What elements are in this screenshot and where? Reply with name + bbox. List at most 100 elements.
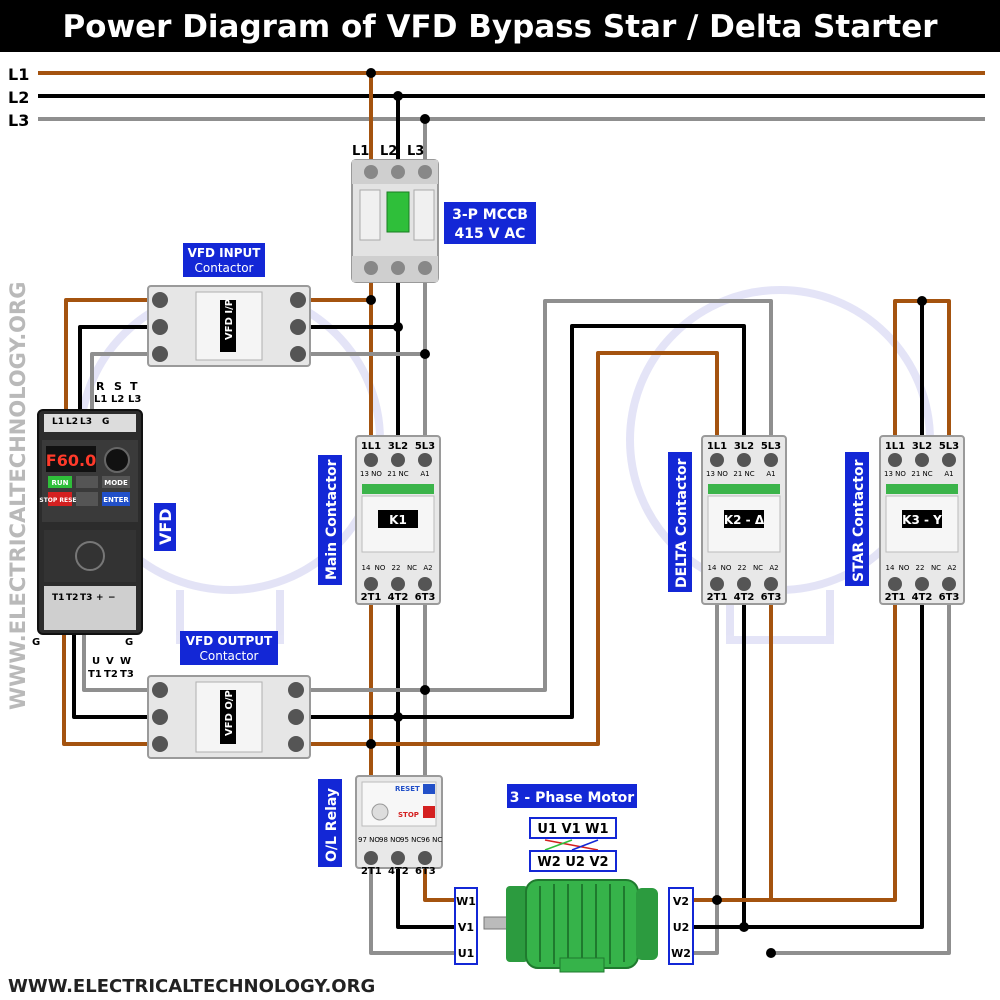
vfd-mode-label: MODE xyxy=(104,479,128,487)
vfd-up-key[interactable] xyxy=(76,476,98,488)
main-contactor-screw xyxy=(418,577,432,591)
vfd-output-label-line2: Contactor xyxy=(200,649,259,663)
main-contactor-bottom-term: 4T2 xyxy=(388,592,409,603)
star-contactor-top-term: 3L2 xyxy=(912,441,932,452)
vfd-logo-icon xyxy=(75,541,105,571)
olr-stop-label: STOP xyxy=(398,811,419,819)
main-contactor-green-band xyxy=(362,484,434,494)
star-contactor-tag: K3 - Y xyxy=(902,513,942,527)
vfd-output-label-line1: VFD OUTPUT xyxy=(186,634,273,648)
vfd-input-label-line1: VFD INPUT xyxy=(188,246,262,260)
vfd-bot-minus: − xyxy=(108,593,116,603)
main-contactor-tag: K1 xyxy=(389,513,407,527)
vfd-run-label: RUN xyxy=(52,479,69,487)
main-contactor-aux-bottom: NC xyxy=(407,564,417,572)
main-contactor-label: Main Contactor xyxy=(324,459,340,580)
vfd-bot-plus: + xyxy=(96,593,104,603)
main-contactor-aux-top: 13 NO xyxy=(360,470,382,478)
vfd-bot-t1: T1 xyxy=(52,593,64,603)
delta-contactor-top-term: 5L3 xyxy=(761,441,781,452)
vfd-bot-t3: T3 xyxy=(80,593,92,603)
vfd-enter-label: ENTER xyxy=(103,496,129,504)
vfd-top-g: G xyxy=(102,417,109,427)
junction-dots xyxy=(366,68,927,958)
vfd-enter-key[interactable] xyxy=(102,492,130,506)
olr-stop-button[interactable] xyxy=(423,806,435,818)
supply-l1-label: L1 xyxy=(8,65,29,84)
vfd-out-v: V xyxy=(106,656,114,667)
star-contactor-aux-bottom: 14 xyxy=(886,564,895,572)
delta-contactor-aux-bottom: 22 xyxy=(738,564,747,572)
delta-contactor-aux-top: 13 NO xyxy=(706,470,728,478)
vfd-in-l2: L2 xyxy=(111,394,124,405)
vfd-in-t: T xyxy=(130,380,138,393)
main-contactor-aux-bottom: 22 xyxy=(392,564,401,572)
main-contactor-bottom-term: 6T3 xyxy=(415,592,436,603)
motor-term-u1: U1 xyxy=(458,947,475,960)
supply-lines xyxy=(38,71,985,121)
main-contactor-screw xyxy=(364,453,378,467)
vfd-stop-key[interactable] xyxy=(48,492,72,506)
mccb-label-line2: 415 V AC xyxy=(455,226,526,242)
motor-term-w1: W1 xyxy=(456,895,476,908)
mccb-toggle[interactable] xyxy=(386,191,410,233)
vfd-label: VFD xyxy=(156,508,175,545)
vfd-out-t1: T1 xyxy=(88,669,102,680)
mccb-term-l2: L2 xyxy=(380,144,397,159)
vfd-gnd-right: G xyxy=(125,637,133,648)
vfd-run-key[interactable] xyxy=(48,476,72,488)
main-contactor-top-term: 5L3 xyxy=(415,441,435,452)
main-contactor-tag-box xyxy=(378,510,418,528)
star-contactor-screw xyxy=(888,453,902,467)
vfd-output-contactor: VFD O/P xyxy=(147,675,311,759)
star-contactor-screw xyxy=(915,453,929,467)
vfd-out-w: W xyxy=(120,656,131,667)
delta-contactor-aux-top: A1 xyxy=(766,470,775,478)
olr-dial-icon[interactable] xyxy=(371,803,389,821)
olr-term-2t1: 2T1 xyxy=(361,866,382,877)
mccb-breaker xyxy=(351,159,439,283)
vfd-knob[interactable] xyxy=(104,447,130,473)
vfd-top-l3: L3 xyxy=(80,417,92,427)
supply-l3-label: L3 xyxy=(8,111,29,130)
delta-contactor-aux-bottom: NO xyxy=(721,564,732,572)
star-contactor-screw xyxy=(888,577,902,591)
vfd-gnd-left: G xyxy=(32,637,40,648)
vfd-down-key[interactable] xyxy=(76,492,98,506)
main-contactor-aux-bottom: 14 xyxy=(362,564,371,572)
vfd-drive: F60.0 RUN MODE STOP RESET ENTER xyxy=(37,409,143,635)
vfd-display: F60.0 xyxy=(46,451,96,470)
motor-body xyxy=(483,879,658,973)
delta-contactor-screw xyxy=(764,453,778,467)
olr-label-box xyxy=(318,779,342,867)
overload-relay xyxy=(355,775,443,869)
vfd-out-u: U xyxy=(92,656,100,667)
star-contactor-bottom-term: 6T3 xyxy=(939,592,960,603)
delta-contactor-bottom-term: 6T3 xyxy=(761,592,782,603)
olr-aux-96: 96 NC xyxy=(421,836,442,844)
main-label-box xyxy=(318,455,342,585)
delta-contactor-label: DELTA Contactor xyxy=(674,458,690,588)
main-contactor-aux-bottom: NO xyxy=(375,564,386,572)
vfd-label-box xyxy=(154,503,176,551)
delta-contactor-aux-bottom: NC xyxy=(753,564,763,572)
delta-contactor-bottom-term: 4T2 xyxy=(734,592,755,603)
vfd-top-l2: L2 xyxy=(66,417,78,427)
vfd-input-contactor: VFD I/P xyxy=(147,285,311,367)
vfd-input-tag: VFD I/P xyxy=(224,299,235,340)
supply-l2-label: L2 xyxy=(8,88,29,107)
vfd-in-l1: L1 xyxy=(94,394,107,405)
star-contactor-green-band xyxy=(886,484,958,494)
side-watermark: WWW.ELECTRICALTECHNOLOGY.ORG xyxy=(6,282,30,710)
main-contactor-screw xyxy=(391,453,405,467)
star-contactor-screw xyxy=(942,577,956,591)
olr-reset-button[interactable] xyxy=(423,784,435,794)
vfd-mode-key[interactable] xyxy=(102,476,130,488)
motor-bottom-row: W2 U2 V2 xyxy=(537,855,608,870)
vfd-in-s: S xyxy=(114,380,122,393)
main-contactor-screw xyxy=(391,577,405,591)
main-contactor-screw xyxy=(364,577,378,591)
